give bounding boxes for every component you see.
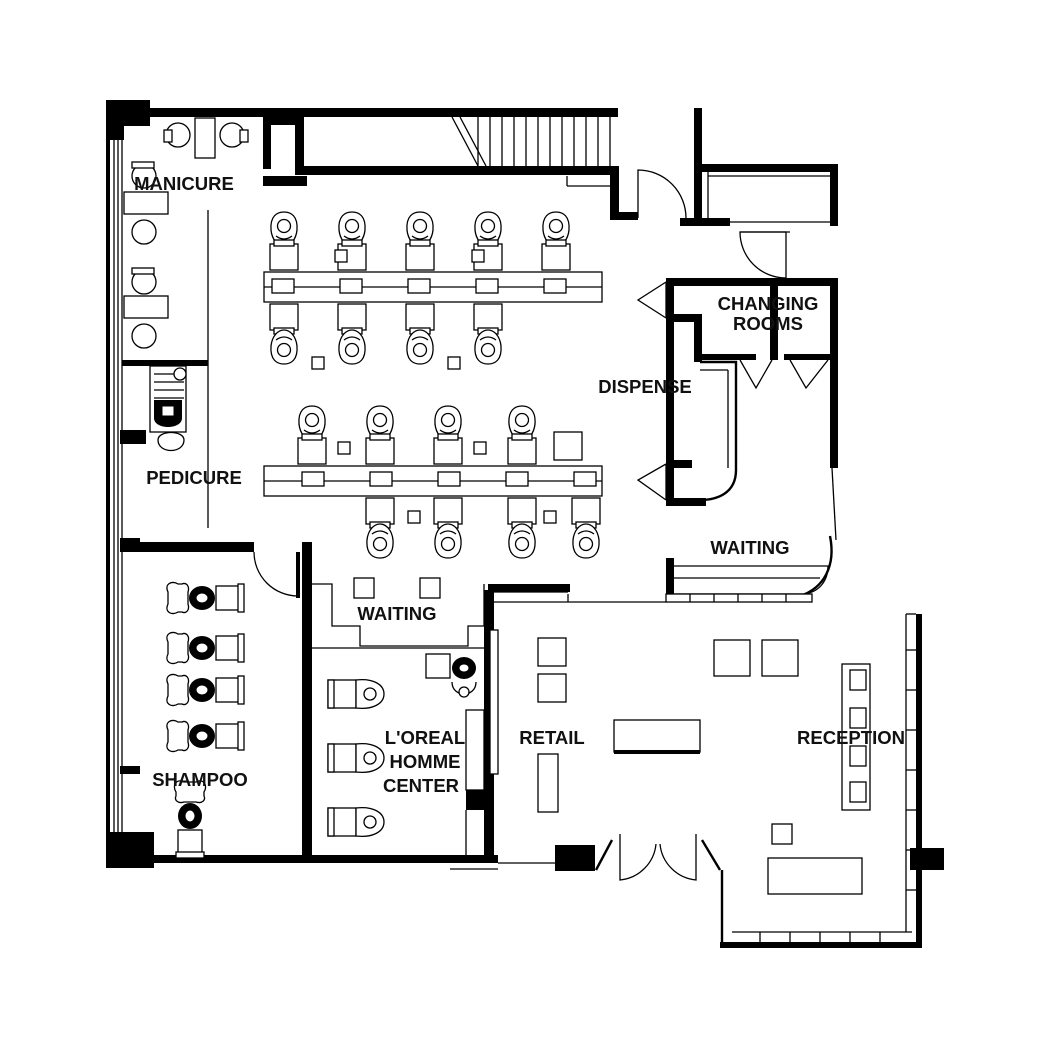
entry-door-right [659,834,697,881]
waiting-right [665,535,833,603]
label-shampoo: SHAMPOO [152,769,248,790]
door-swing-stair [637,169,687,219]
label-loreal-line1: L'OREAL [385,727,465,748]
manicure-table-top [194,117,216,159]
loreal-homme-area [327,590,499,860]
label-loreal-line3: CENTER [383,775,459,796]
manicure-area [122,117,249,528]
retail-display-1 [537,637,567,667]
retail-display-3 [713,639,751,677]
label-dispense: DISPENSE [598,376,692,397]
label-retail: RETAIL [519,727,584,748]
label-waiting-center: WAITING [357,603,436,624]
entry-door-left [619,834,657,881]
door-swing-storage [739,231,787,279]
label-waiting-right: WAITING [710,537,789,558]
retail-display-4 [761,639,799,677]
label-loreal-line2: HOMME [390,751,461,772]
reception-bottom-wall [720,942,922,948]
styling-stations-lower [263,405,603,559]
reception-bench [767,857,863,895]
changing-rooms [666,278,838,541]
reception-column [910,848,944,870]
room-labels: MANICURE PEDICURE CHANGING ROOMS DISPENS… [134,173,905,796]
shampoo-area [120,581,245,859]
manicure-table-2 [123,295,169,319]
label-changing-rooms-line1: CHANGING [718,293,819,314]
label-changing-rooms-line2: ROOMS [733,313,803,334]
top-wall [150,108,618,117]
dispense-area [636,280,738,506]
styling-stations-upper [263,211,603,370]
stair-area [263,108,838,279]
retail-display-2 [537,673,567,703]
pedicure-area [149,365,187,452]
west-window-wall [106,140,110,840]
bottom-wall [154,855,498,863]
label-manicure: MANICURE [134,173,234,194]
entry-pier [555,845,595,871]
retail-shelf [537,753,559,813]
label-reception: RECEPTION [797,727,905,748]
staircase [451,116,611,167]
corner-column-bottom-left [106,832,154,868]
door-swing-shampoo [253,551,299,597]
reception-east-wall [916,614,922,948]
reception-area [767,663,871,895]
waiting-center [312,577,488,649]
manicure-table-1 [123,191,169,215]
retail-area [488,584,799,881]
retail-counter [613,719,701,753]
label-pedicure: PEDICURE [146,467,242,488]
